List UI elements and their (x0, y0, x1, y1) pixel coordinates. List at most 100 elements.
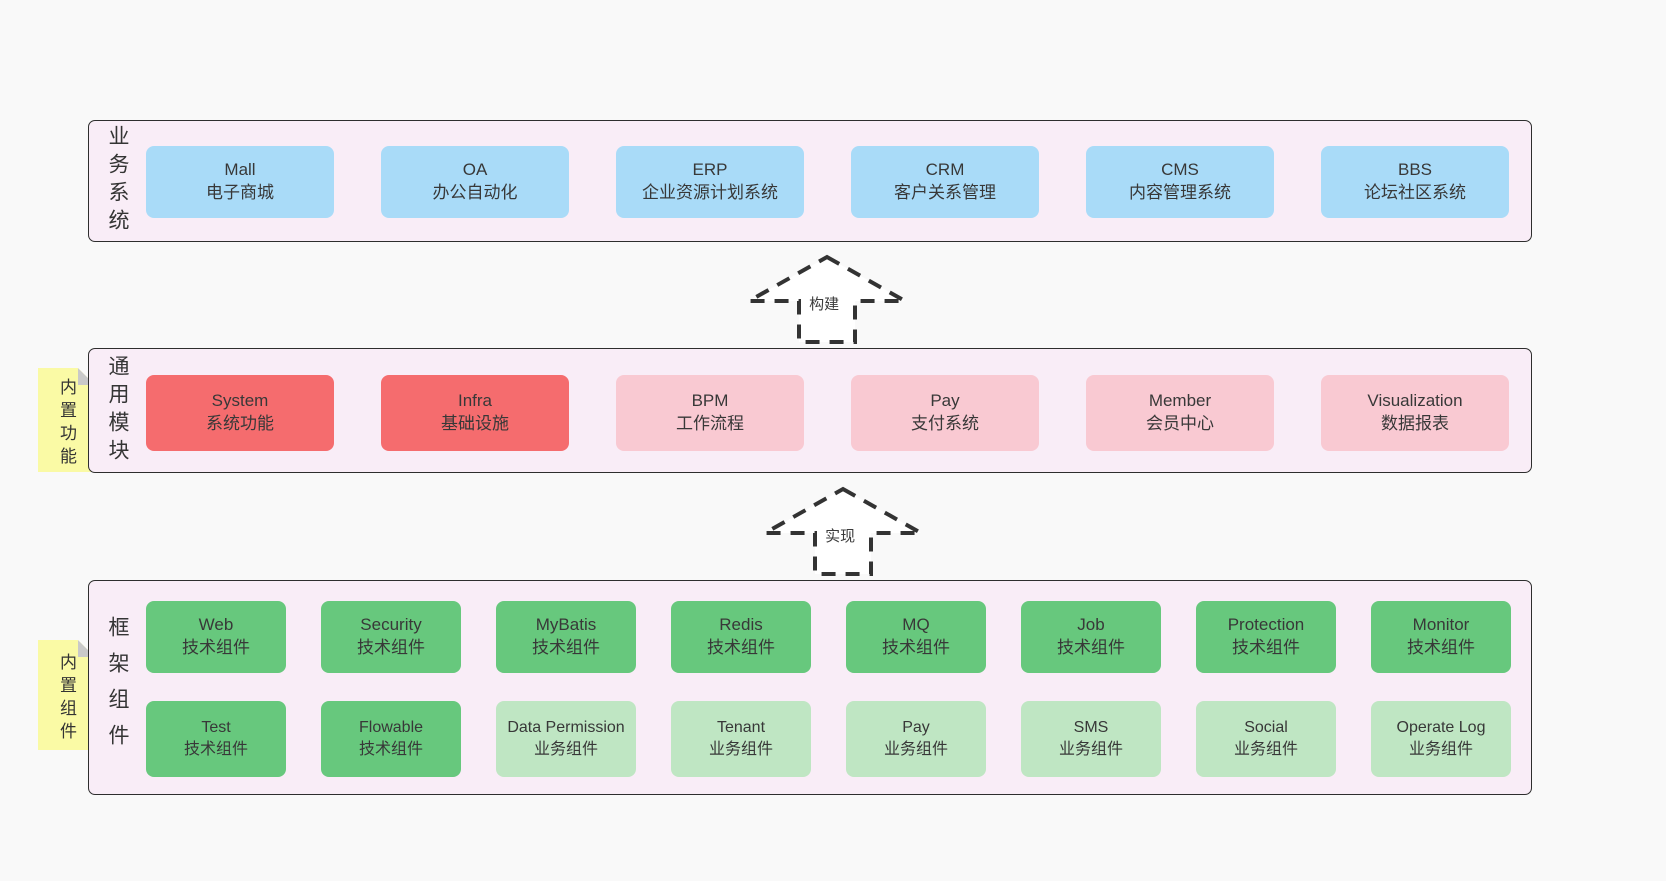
module-desc: 客户关系管理 (894, 183, 996, 202)
module-name: Security (360, 615, 422, 635)
module-name: Web (198, 615, 234, 635)
box-row: System 系统功能 Infra 基础设施 BPM 工作流程 Pay 支付系统 Member 会… (146, 375, 1509, 451)
module-name: Job (1077, 615, 1105, 635)
module-name: SMS (1073, 719, 1109, 737)
module-box-oa: OA 办公自动化 (381, 146, 569, 218)
module-box-mall: Mall 电子商城 (146, 146, 334, 218)
sticky-note-built-in-features: 内置功能 (38, 368, 95, 472)
module-name: System (211, 391, 269, 411)
module-name: MyBatis (535, 615, 597, 635)
sticky-note-label: 内置组件 (57, 653, 76, 745)
module-name: Protection (1227, 615, 1305, 635)
module-desc: 系统功能 (206, 414, 274, 433)
module-box-data-permission: Data Permission 业务组件 (496, 701, 636, 777)
module-box-operate-log: Operate Log 业务组件 (1371, 701, 1511, 777)
module-desc: 会员中心 (1146, 414, 1214, 433)
module-name: Test (201, 719, 231, 737)
module-box-member: Member 会员中心 (1086, 375, 1274, 451)
module-box-cms: CMS 内容管理系统 (1086, 146, 1274, 218)
module-desc: 业务组件 (1058, 741, 1123, 758)
box-row: Mall 电子商城 OA 办公自动化 ERP 企业资源计划系统 CRM 客户关系管理 CMS 内容… (146, 146, 1509, 218)
module-desc: 业务组件 (1408, 741, 1473, 758)
module-box-protection: Protection 技术组件 (1196, 601, 1336, 673)
module-box-security: Security 技术组件 (321, 601, 461, 673)
module-desc: 电子商城 (206, 183, 274, 202)
module-desc: 业务组件 (883, 741, 948, 758)
band-label: 业务系统 (106, 125, 129, 237)
module-name: Infra (457, 391, 493, 411)
module-desc: 技术组件 (182, 638, 250, 657)
band-common-modules: 通用模块 System 系统功能 Infra 基础设施 BPM 工作流程 Pay 支付系统 Me… (88, 348, 1532, 473)
module-desc: 业务组件 (533, 741, 598, 758)
module-box-bpm: BPM 工作流程 (616, 375, 804, 451)
module-box-redis: Redis 技术组件 (671, 601, 811, 673)
band-label: 通用模块 (106, 354, 129, 467)
module-desc: 技术组件 (707, 638, 775, 657)
module-box-mybatis: MyBatis 技术组件 (496, 601, 636, 673)
module-desc: 工作流程 (676, 414, 744, 433)
module-name: OA (462, 160, 488, 180)
module-name: Pay (930, 391, 960, 411)
arrow-label: 实现 (822, 524, 859, 547)
module-box-mq: MQ 技术组件 (846, 601, 986, 673)
module-box-visualization: Visualization 数据报表 (1321, 375, 1509, 451)
module-box-erp: ERP 企业资源计划系统 (616, 146, 804, 218)
module-name: Social (1244, 719, 1288, 737)
module-box-test: Test 技术组件 (146, 701, 286, 777)
module-desc: 数据报表 (1381, 414, 1449, 433)
sticky-note-built-in-components: 内置组件 (38, 640, 95, 750)
module-box-monitor: Monitor 技术组件 (1371, 601, 1511, 673)
module-name: Tenant (716, 719, 766, 737)
module-name: Data Permission (507, 719, 625, 737)
module-desc: 支付系统 (911, 414, 979, 433)
module-desc: 业务组件 (1233, 741, 1298, 758)
module-box-crm: CRM 客户关系管理 (851, 146, 1039, 218)
sticky-note-label: 内置功能 (57, 378, 76, 470)
module-name: Monitor (1412, 615, 1470, 635)
module-desc: 基础设施 (441, 414, 509, 433)
module-name: Flowable (358, 719, 424, 737)
module-box-infra: Infra 基础设施 (381, 375, 569, 451)
module-desc: 内容管理系统 (1129, 183, 1231, 202)
module-box-system: System 系统功能 (146, 375, 334, 451)
module-name: CRM (925, 160, 965, 180)
module-name: Redis (719, 615, 763, 635)
module-box-pay: Pay 业务组件 (846, 701, 986, 777)
module-desc: 技术组件 (1407, 638, 1475, 657)
module-name: Operate Log (1396, 719, 1486, 737)
module-box-sms: SMS 业务组件 (1021, 701, 1161, 777)
band-label: 框架组件 (106, 615, 129, 760)
module-desc: 论坛社区系统 (1364, 183, 1466, 202)
module-name: Visualization (1367, 391, 1463, 411)
module-box-tenant: Tenant 业务组件 (671, 701, 811, 777)
module-name: BPM (691, 391, 729, 411)
module-box-web: Web 技术组件 (146, 601, 286, 673)
module-name: CMS (1161, 160, 1199, 180)
module-box-bbs: BBS 论坛社区系统 (1321, 146, 1509, 218)
module-name: ERP (692, 160, 728, 180)
module-desc: 技术组件 (358, 741, 423, 758)
module-name: Pay (902, 719, 930, 737)
module-desc: 企业资源计划系统 (642, 183, 778, 202)
arrow-label: 构建 (806, 292, 843, 315)
module-desc: 办公自动化 (432, 183, 518, 202)
module-name: Mall (224, 160, 256, 180)
module-box-flowable: Flowable 技术组件 (321, 701, 461, 777)
module-desc: 技术组件 (357, 638, 425, 657)
module-name: Member (1148, 391, 1212, 411)
module-box-job: Job 技术组件 (1021, 601, 1161, 673)
module-desc: 业务组件 (708, 741, 773, 758)
module-desc: 技术组件 (1057, 638, 1125, 657)
module-desc: 技术组件 (532, 638, 600, 657)
module-desc: 技术组件 (183, 741, 248, 758)
module-desc: 技术组件 (1232, 638, 1300, 657)
module-box-social: Social 业务组件 (1196, 701, 1336, 777)
module-name: BBS (1397, 160, 1433, 180)
module-name: MQ (902, 615, 930, 635)
arrow-implement: 实现 (758, 486, 928, 578)
module-desc: 技术组件 (882, 638, 950, 657)
band-business-systems: 业务系统 Mall 电子商城 OA 办公自动化 ERP 企业资源计划系统 CRM 客户关系管理… (88, 120, 1532, 242)
